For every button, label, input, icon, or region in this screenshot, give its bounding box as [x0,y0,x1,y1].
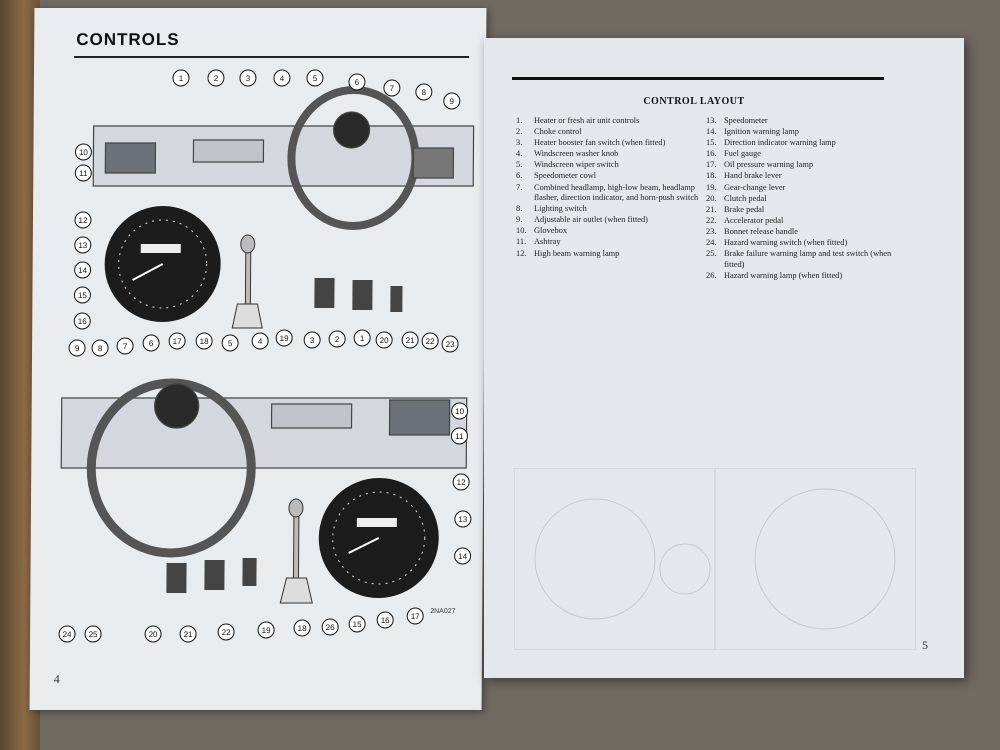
svg-text:13: 13 [458,515,468,524]
legend-item: 11.Ashtray [516,237,561,247]
speedometer-top [104,206,221,322]
svg-text:19: 19 [262,626,272,635]
show-through-image [514,468,916,650]
svg-text:14: 14 [458,552,468,561]
svg-text:15: 15 [78,291,88,300]
legend-item: 18.Hand brake lever [706,171,782,181]
legend-item: 6.Speedometer cowl [516,171,597,181]
legend-item: 2.Choke control [516,127,582,137]
dashboard-top [92,86,475,230]
svg-text:2: 2 [335,335,340,344]
legend-item: 3.Heater booster fan switch (when fitted… [516,138,666,148]
svg-text:18: 18 [200,337,210,346]
top-rule [512,77,884,80]
svg-text:19: 19 [280,334,290,343]
svg-text:12: 12 [457,478,467,487]
figure-code: 2NA027 [430,608,456,615]
gear-lever-bottom [279,498,313,604]
svg-text:7: 7 [390,84,395,93]
callouts-bottom: 9 8 7 6 5 4 3 2 1 10 11 12 13 14 24 25 2… [58,329,472,643]
legend-item: 13.Speedometer [706,116,768,125]
pedals-bottom [166,558,257,593]
page-number-left: 4 [53,672,60,686]
legend-item: 15.Direction indicator warning lamp [706,138,836,148]
svg-text:11: 11 [455,432,464,441]
svg-text:2: 2 [214,74,219,83]
legend-item: 17.Oil pressure warning lamp [706,160,814,170]
right-page: CONTROL LAYOUT 1.Heater or fresh air uni… [484,38,964,678]
svg-text:1: 1 [179,74,184,83]
legend-item: 14.Ignition warning lamp [706,127,799,137]
legend-column-1: 1.Heater or fresh air unit controls 2.Ch… [516,116,702,260]
legend-item: 21.Brake pedal [706,204,765,214]
svg-text:11: 11 [79,169,88,178]
svg-text:26: 26 [326,623,336,632]
left-page: CONTROLS [29,8,487,710]
gear-lever-top [231,234,263,329]
svg-text:9: 9 [450,97,455,106]
legend-item: 19.Gear-change lever [706,182,786,192]
legend-item: 9.Adjustable air outlet (when fitted) [516,215,648,225]
svg-text:4: 4 [258,337,263,346]
svg-text:18: 18 [298,624,308,633]
callouts-top: 1 2 3 4 5 6 7 8 9 10 11 12 13 14 15 16 1… [73,69,461,353]
legend-item: 7.Combined headlamp, high-low beam, head… [516,182,699,203]
svg-text:14: 14 [78,266,88,275]
legend-item: 26.Hazard warning lamp (when fitted) [706,270,843,280]
svg-text:7: 7 [123,342,128,351]
speedometer-bottom [318,478,439,598]
svg-text:6: 6 [355,78,360,87]
legend-item: 10.Glovebox [516,226,568,236]
legend-item: 24.Hazard warning switch (when fitted) [706,238,848,248]
svg-text:21: 21 [184,630,194,639]
svg-text:6: 6 [149,339,154,348]
control-layout-title: CONTROL LAYOUT [643,96,745,107]
legend-item: 8.Lighting switch [516,204,587,214]
pedals-top [314,278,403,312]
svg-text:16: 16 [78,317,88,326]
svg-text:20: 20 [380,336,390,345]
svg-text:21: 21 [406,336,416,345]
svg-text:10: 10 [79,148,89,157]
svg-text:23: 23 [446,340,456,349]
svg-text:20: 20 [149,630,159,639]
legend-item: 5.Windscreen wiper switch [516,160,619,170]
svg-text:9: 9 [75,344,80,353]
svg-text:17: 17 [173,337,183,346]
legend-item: 20.Clutch pedal [706,193,767,203]
svg-text:3: 3 [310,336,315,345]
svg-text:5: 5 [228,339,233,348]
svg-text:1: 1 [360,334,365,343]
legend-item: 1.Heater or fresh air unit controls [516,116,640,125]
page-number-right: 5 [922,638,928,652]
controls-illustration: 1 2 3 4 5 6 7 8 9 10 11 12 13 14 15 16 1… [58,69,475,643]
svg-text:8: 8 [98,344,103,353]
legend-item: 22.Accelerator pedal [706,215,784,225]
svg-text:22: 22 [222,628,232,637]
svg-text:12: 12 [78,216,88,225]
svg-text:25: 25 [89,630,99,639]
svg-text:8: 8 [422,88,427,97]
svg-text:24: 24 [63,630,73,639]
legend-item: 23.Bonnet release handle [706,226,798,236]
legend-item: 25.Brake failure warning lamp and test s… [706,249,892,269]
svg-text:22: 22 [426,337,436,346]
svg-text:16: 16 [381,616,391,625]
svg-text:13: 13 [78,241,88,250]
svg-text:4: 4 [280,74,285,83]
legend-item: 4.Windscreen washer knob [516,149,619,159]
svg-text:10: 10 [455,407,465,416]
svg-text:17: 17 [411,612,421,621]
legend-column-2: 13.Speedometer 14.Ignition warning lamp … [706,116,906,282]
svg-text:5: 5 [313,74,318,83]
svg-text:3: 3 [246,74,251,83]
legend-item: 16.Fuel gauge [706,149,761,159]
svg-text:15: 15 [353,620,363,629]
legend-item: 12.High beam warning lamp [516,248,620,258]
